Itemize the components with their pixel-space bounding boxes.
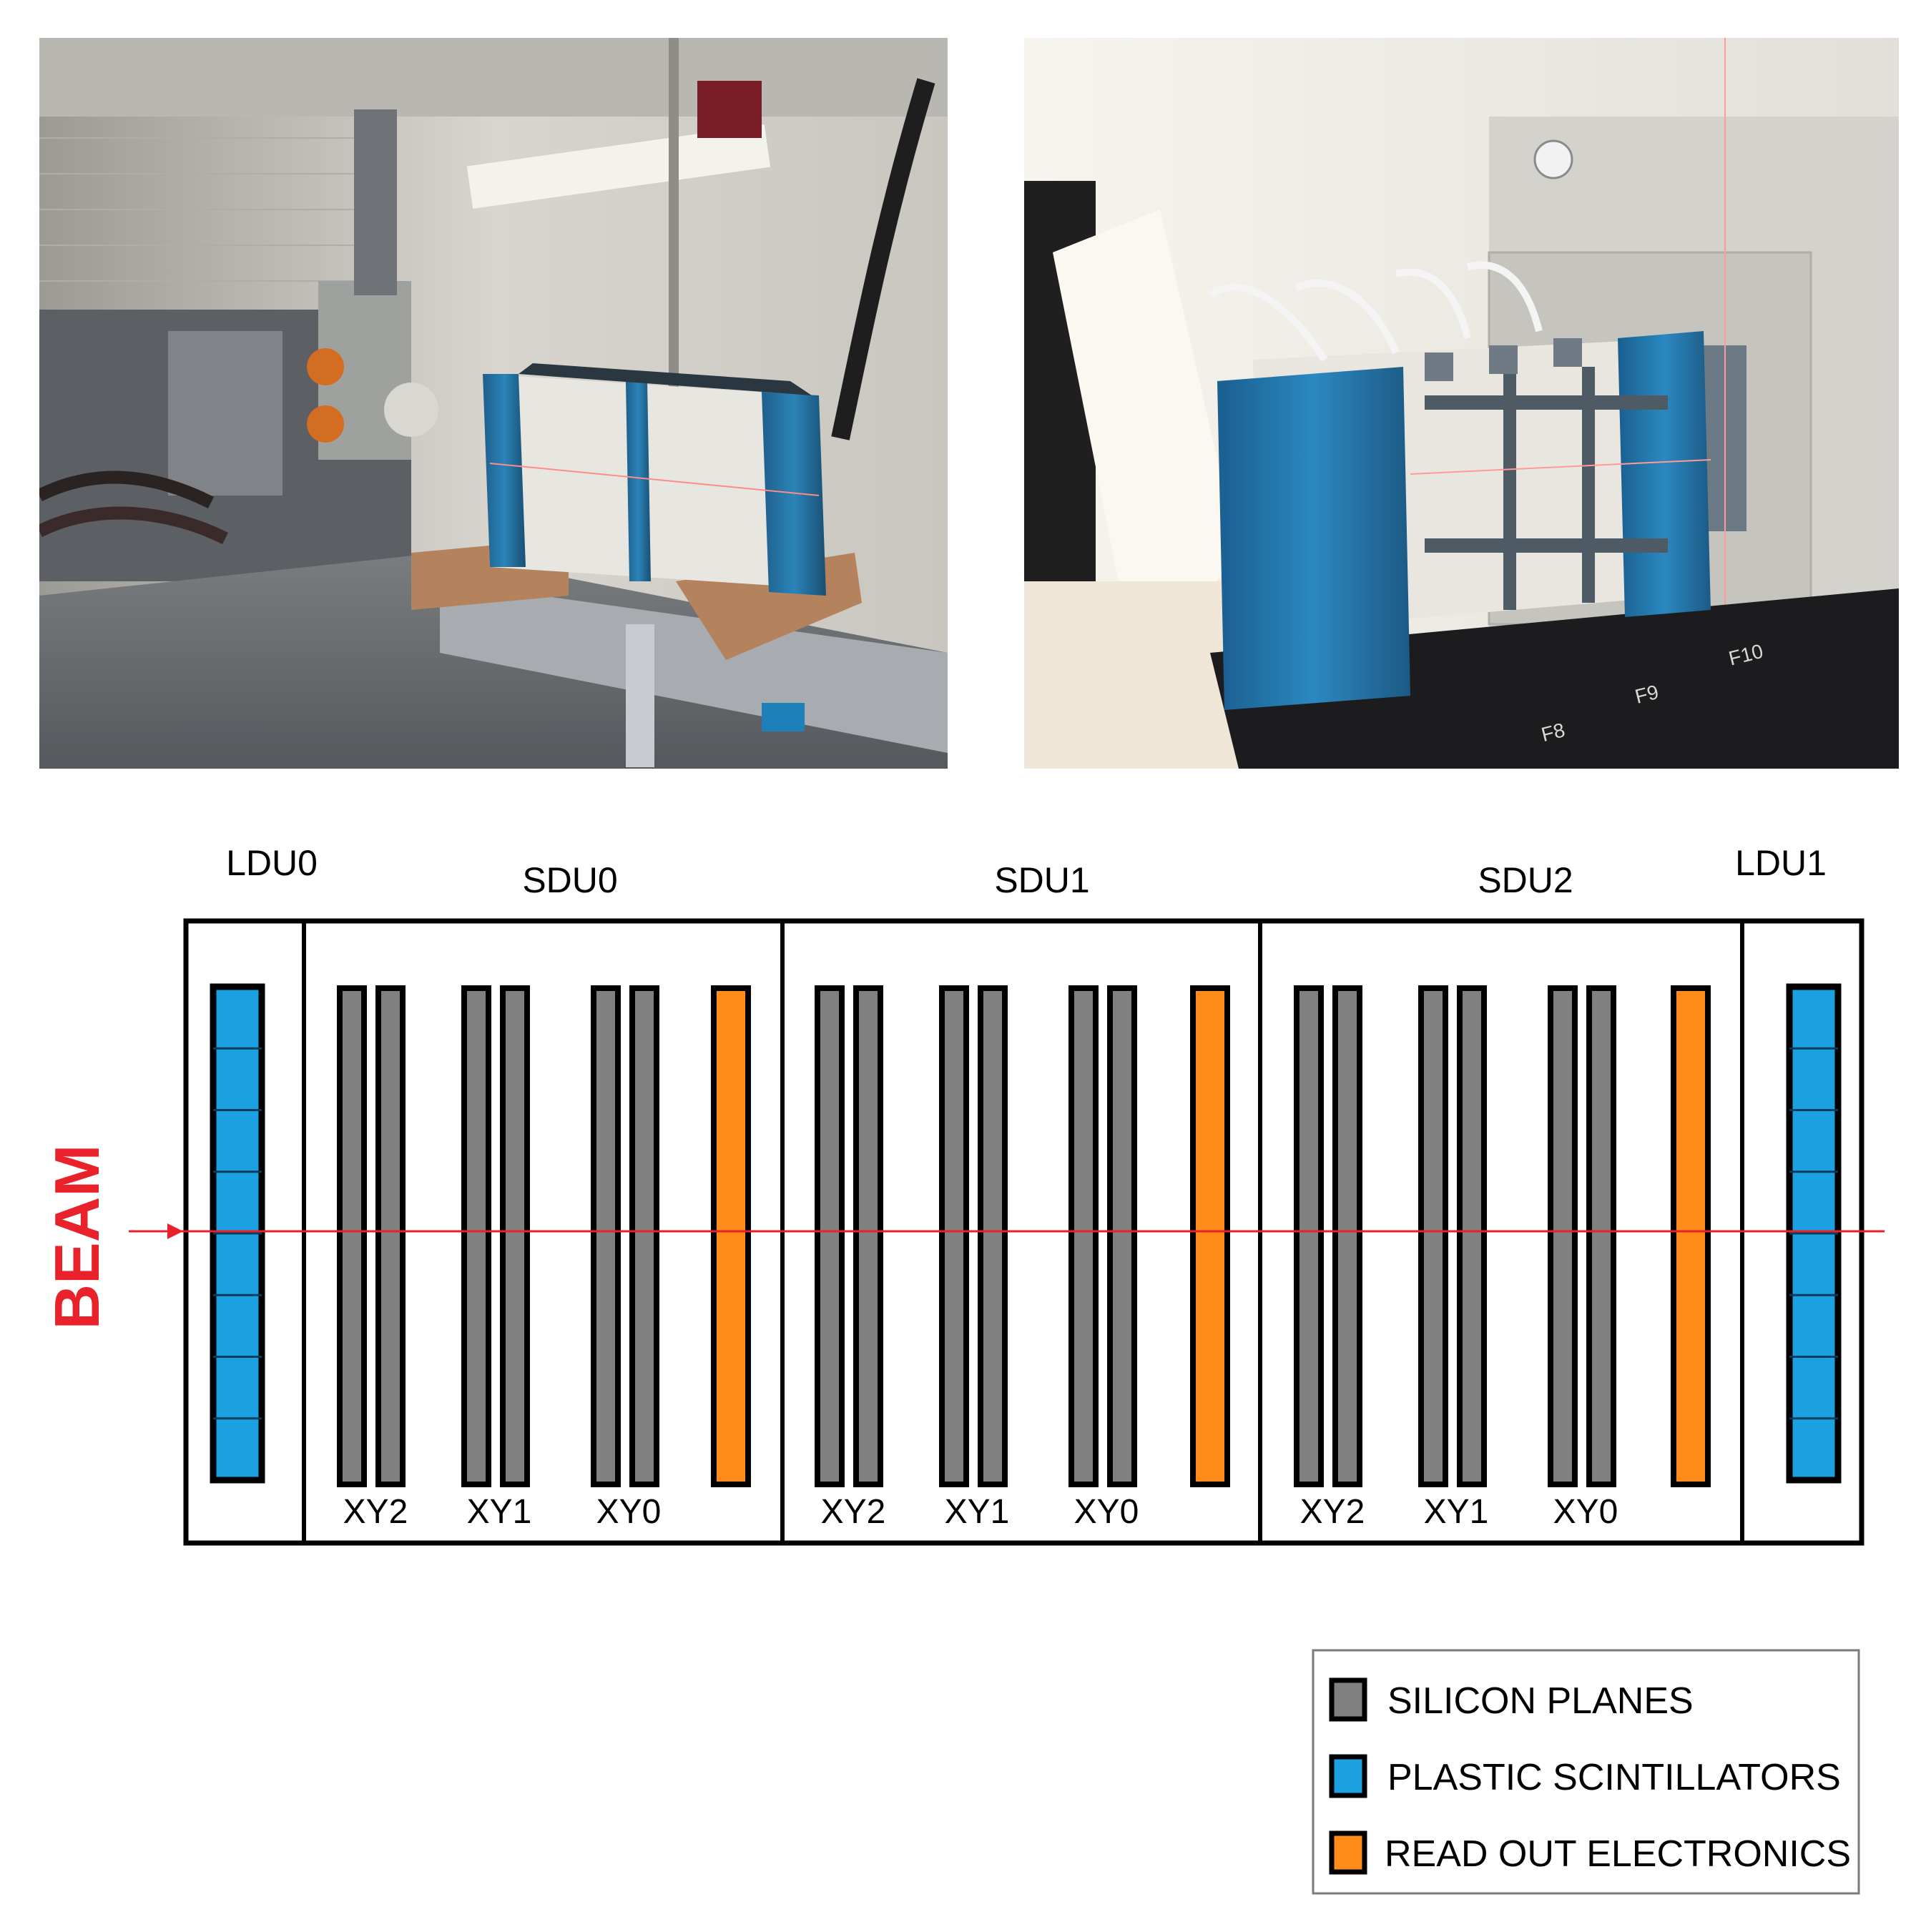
module-label-sdu1: SDU1 xyxy=(994,860,1089,900)
silicon-plane-sdu1-xy1-1 xyxy=(978,985,1008,1487)
silicon-plane-sdu0-xy2-0 xyxy=(337,985,367,1487)
legend-swatch-silicon xyxy=(1329,1677,1367,1722)
silicon-planes xyxy=(337,985,1616,1487)
silicon-plane-sdu1-xy2-1 xyxy=(853,985,883,1487)
plane-label-sdu2-xy1: XY1 xyxy=(1424,1493,1489,1531)
module-label-ldu0: LDU0 xyxy=(226,843,318,883)
silicon-plane-sdu2-xy1-0 xyxy=(1418,985,1448,1487)
silicon-plane-sdu1-xy1-0 xyxy=(939,985,969,1487)
legend-label-scintillator: PLASTIC SCINTILLATORS xyxy=(1387,1757,1841,1798)
readout-electronics-sdu1 xyxy=(1190,985,1230,1487)
plane-label-sdu0-xy0: XY0 xyxy=(596,1493,662,1531)
silicon-plane-sdu0-xy1-1 xyxy=(500,985,530,1487)
silicon-plane-sdu0-xy0-0 xyxy=(591,985,621,1487)
readout-electronics xyxy=(711,985,1711,1487)
silicon-plane-sdu2-xy0-0 xyxy=(1548,985,1578,1487)
plane-label-sdu2-xy2: XY2 xyxy=(1300,1493,1365,1531)
silicon-plane-sdu0-xy0-1 xyxy=(629,985,659,1487)
silicon-plane-sdu2-xy2-0 xyxy=(1294,985,1324,1487)
plane-label-sdu1-xy2: XY2 xyxy=(821,1493,886,1531)
silicon-plane-sdu1-xy0-0 xyxy=(1068,985,1099,1487)
legend-swatch-scintillator xyxy=(1329,1754,1367,1798)
module-label-sdu2: SDU2 xyxy=(1478,860,1573,900)
silicon-plane-sdu2-xy0-1 xyxy=(1586,985,1616,1487)
plane-label-sdu0-xy2: XY2 xyxy=(343,1493,408,1531)
photo-detector-hall xyxy=(39,38,948,769)
plane-label-sdu1-xy0: XY0 xyxy=(1074,1493,1139,1531)
detector-schematic: LDU0 SDU0 SDU1 SDU2 LDU1 XY2 XY1 XY0 XY2… xyxy=(41,843,1885,1895)
readout-electronics-sdu2 xyxy=(1671,985,1711,1487)
photo-detector-hall-image xyxy=(39,38,948,769)
silicon-plane-sdu1-xy2-0 xyxy=(815,985,845,1487)
silicon-plane-sdu0-xy1-0 xyxy=(461,985,491,1487)
beam-label: BEAM xyxy=(41,1144,112,1329)
silicon-plane-sdu0-xy2-1 xyxy=(375,985,406,1487)
legend-label-silicon: SILICON PLANES xyxy=(1387,1680,1694,1722)
plastic-scintillator-ldu0 xyxy=(210,983,265,1484)
photo-detector-beamline: F8 F9 F10 xyxy=(1024,38,1899,769)
silicon-plane-sdu1-xy0-1 xyxy=(1107,985,1137,1487)
legend: SILICON PLANES PLASTIC SCINTILLATORS REA… xyxy=(1329,1677,1851,1875)
plane-label-sdu1-xy1: XY1 xyxy=(945,1493,1010,1531)
legend-label-electronics: READ OUT ELECTRONICS xyxy=(1385,1833,1851,1875)
plastic-scintillator-ldu1 xyxy=(1786,983,1842,1484)
table-tab-f9: F9 xyxy=(1633,681,1661,708)
readout-electronics-sdu0 xyxy=(711,985,751,1487)
plane-label-sdu2-xy0: XY0 xyxy=(1553,1493,1618,1531)
silicon-plane-sdu2-xy1-1 xyxy=(1457,985,1487,1487)
silicon-plane-sdu2-xy2-1 xyxy=(1332,985,1362,1487)
photo-detector-beamline-image: F8 F9 F10 xyxy=(1024,38,1899,769)
module-label-sdu0: SDU0 xyxy=(522,860,617,900)
legend-box xyxy=(1312,1649,1860,1895)
table-tab-f8: F8 xyxy=(1539,719,1567,746)
module-label-ldu1: LDU1 xyxy=(1735,843,1827,883)
legend-swatch-electronics xyxy=(1329,1830,1367,1875)
beam-arrow-icon xyxy=(167,1223,183,1239)
plane-label-sdu0-xy1: XY1 xyxy=(467,1493,532,1531)
